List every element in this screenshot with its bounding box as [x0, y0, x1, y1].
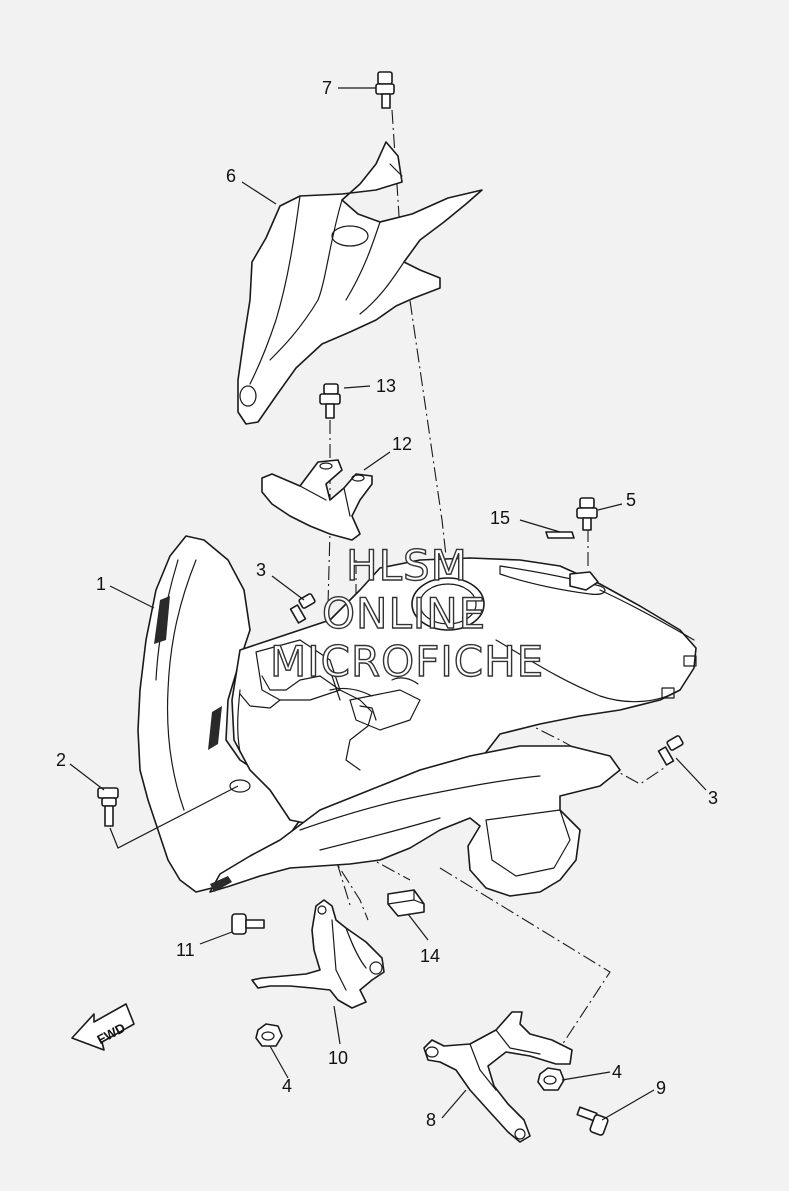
part-2-bolt: [97, 787, 119, 827]
part-4-nut-left: [255, 1023, 283, 1047]
part-8-right-stay: [423, 1011, 573, 1143]
callout-14: 14: [420, 946, 440, 966]
callout-12: 12: [392, 434, 412, 454]
watermark: HLSM ONLINE MICROFICHE: [269, 540, 544, 686]
part-4-nut-right: [537, 1067, 565, 1091]
callout-7: 7: [322, 78, 332, 98]
callout-3-right: 3: [708, 788, 718, 808]
part-1-front-fender: [137, 535, 697, 897]
part-9-bolt: [576, 1106, 609, 1136]
part-13-screw: [319, 383, 341, 419]
part-10-left-stay: [251, 899, 385, 1009]
callout-4-right: 4: [612, 1062, 622, 1082]
part-3-screw-upper: [289, 593, 316, 624]
watermark-line-1: HLSM: [346, 541, 468, 590]
part-12-bracket: [261, 459, 373, 541]
part-5-screw: [576, 497, 598, 531]
callout-9: 9: [656, 1078, 666, 1098]
part-3-screw-right: [657, 735, 684, 766]
callout-6: 6: [226, 166, 236, 186]
callout-1: 1: [96, 574, 106, 594]
callout-3-upper: 3: [256, 560, 266, 580]
callout-13: 13: [376, 376, 396, 396]
leader-lines: [69, 87, 707, 1121]
watermark-line-3: MICROFICHE: [270, 637, 544, 686]
callout-5: 5: [626, 490, 636, 510]
callout-2: 2: [56, 750, 66, 770]
part-15-decal: [545, 531, 575, 539]
callout-4-left: 4: [282, 1076, 292, 1096]
part-11-bolt: [231, 913, 265, 935]
callout-15: 15: [490, 508, 510, 528]
part-7-screw: [375, 71, 395, 109]
callout-labels: 7 6 13 12 5 15 1 3 2 3 11 14 4 10 4 9 8: [56, 78, 718, 1130]
fwd-arrow-icon: FWD: [71, 1003, 135, 1051]
callout-8: 8: [426, 1110, 436, 1130]
watermark-line-2: ONLINE: [322, 589, 486, 638]
callout-11: 11: [176, 940, 195, 960]
part-14-pad: [387, 889, 425, 917]
part-6-upper-cover: [237, 141, 483, 425]
callout-10: 10: [328, 1048, 348, 1068]
